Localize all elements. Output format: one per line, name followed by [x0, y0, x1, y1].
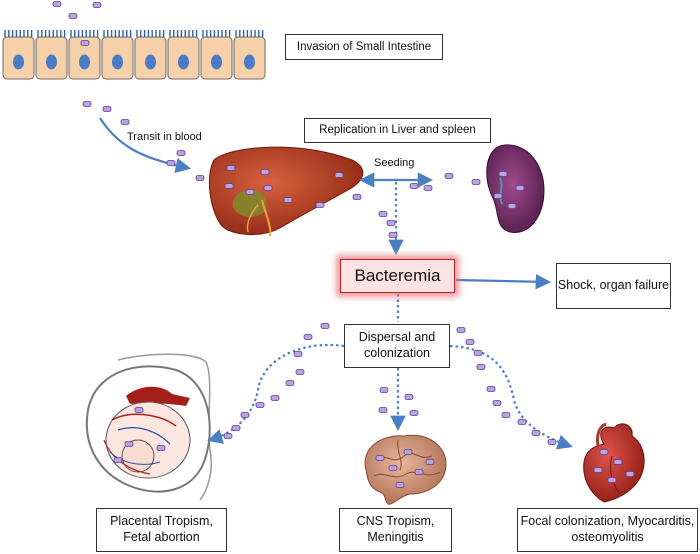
pregnancy-illustration: [85, 353, 212, 501]
bacterium-icon: [283, 197, 293, 203]
epithelial-cell: [101, 30, 134, 80]
invasion-box: Invasion of Small Intestine: [285, 34, 443, 60]
bacterium-icon: [403, 449, 413, 455]
bacterium-icon: [263, 185, 273, 191]
bacterium-icon: [388, 465, 398, 471]
bacterium-icon: [404, 394, 414, 400]
bacterium-icon: [395, 482, 405, 488]
bacterium-icon: [260, 169, 270, 175]
bacterium-icon: [607, 477, 617, 483]
bacterium-icon: [334, 172, 344, 178]
bacterium-icon: [547, 439, 557, 445]
bacterium-icon: [134, 407, 144, 413]
arrow-to-placental: [207, 343, 345, 444]
epithelial-cell: [134, 30, 167, 80]
bacterium-icon: [120, 119, 130, 125]
bacterium-icon: [303, 334, 313, 340]
bacterium-icon: [255, 402, 265, 408]
bacterium-icon: [465, 339, 475, 345]
bacterium-icon: [456, 327, 466, 333]
bacterium-icon: [515, 185, 525, 191]
bacterium-icon: [226, 165, 236, 171]
bacterium-icon: [423, 185, 433, 191]
bacterium-icon: [386, 220, 396, 226]
bacterium-icon: [425, 459, 435, 465]
bacterium-icon: [378, 211, 388, 217]
brain-illustration: [364, 434, 447, 505]
bacterium-icon: [388, 232, 398, 238]
bacterium-icon: [378, 407, 388, 413]
bacterium-icon: [501, 412, 511, 418]
bacterium-icon: [320, 323, 330, 329]
bacterium-icon: [444, 173, 454, 179]
bacterium-icon: [599, 449, 609, 455]
bacterium-icon: [295, 369, 305, 375]
arrow-shock: [455, 274, 552, 290]
seeding-label: Seeding: [374, 157, 415, 169]
bacterium-icon: [156, 445, 166, 451]
bacterium-icon: [315, 202, 325, 208]
bacterium-icon: [224, 183, 234, 189]
bacterium-icon: [379, 387, 389, 393]
bacterium-icon: [492, 400, 502, 406]
bacterium-icon: [486, 386, 496, 392]
liver-illustration: [208, 146, 364, 237]
bacteria: [52, 1, 635, 488]
bacterium-icon: [82, 101, 92, 107]
focal-box: Focal colonization, Myocarditis, osteomy…: [517, 508, 698, 552]
bacterium-icon: [625, 471, 635, 477]
bacterium-icon: [176, 150, 186, 156]
epithelial-cell: [200, 30, 233, 80]
epithelial-cell: [68, 30, 101, 80]
bacterium-icon: [223, 433, 233, 439]
bacterium-icon: [285, 380, 295, 386]
epithelial-cell: [35, 30, 68, 80]
bacterium-icon: [409, 410, 419, 416]
bacterium-icon: [352, 194, 362, 200]
bacterium-icon: [52, 1, 62, 7]
epithelial-cell: [167, 30, 200, 80]
bacterium-icon: [270, 395, 280, 401]
bacterium-icon: [92, 2, 102, 8]
dispersal-box: Dispersal and colonization: [344, 324, 450, 368]
cns-box: CNS Tropism, Meningitis: [339, 508, 452, 552]
spleen-illustration: [486, 144, 545, 234]
bacterium-icon: [80, 40, 90, 46]
bacterium-icon: [517, 419, 527, 425]
bacteremia-box: Bacteremia: [340, 259, 455, 293]
bacterium-icon: [195, 175, 205, 181]
placental-box: Placental Tropism, Fetal abortion: [96, 508, 227, 552]
epithelial-cell: [233, 30, 266, 80]
bacterium-icon: [240, 412, 250, 418]
bacterium-icon: [124, 441, 134, 447]
bacterium-icon: [507, 203, 517, 209]
shock-box: Shock, organ failure: [556, 263, 671, 309]
bacterium-icon: [493, 193, 503, 199]
bacterium-icon: [476, 364, 486, 370]
bacterium-icon: [593, 467, 603, 473]
bacterium-icon: [471, 179, 481, 185]
bacterium-icon: [166, 160, 176, 166]
epithelial-cell: [2, 30, 35, 80]
bacterium-icon: [231, 425, 241, 431]
bacterium-icon: [113, 457, 123, 463]
bacterium-icon: [102, 106, 112, 112]
arrows: [99, 117, 573, 450]
arrow-to-heart: [449, 344, 573, 450]
bacterium-icon: [409, 183, 419, 189]
transit-label: Transit in blood: [127, 131, 202, 143]
bacterium-icon: [293, 351, 303, 357]
arrow-transit: [99, 117, 192, 173]
bacterium-icon: [531, 430, 541, 436]
intestine-cells: [2, 30, 266, 80]
bacterium-icon: [473, 350, 483, 356]
bacterium-icon: [375, 455, 385, 461]
bacterium-icon: [68, 13, 78, 19]
bacterium-icon: [414, 469, 424, 475]
bacterium-icon: [498, 171, 508, 177]
replication-box: Replication in Liver and spleen: [304, 118, 491, 143]
bacterium-icon: [613, 459, 623, 465]
bacterium-icon: [245, 189, 255, 195]
